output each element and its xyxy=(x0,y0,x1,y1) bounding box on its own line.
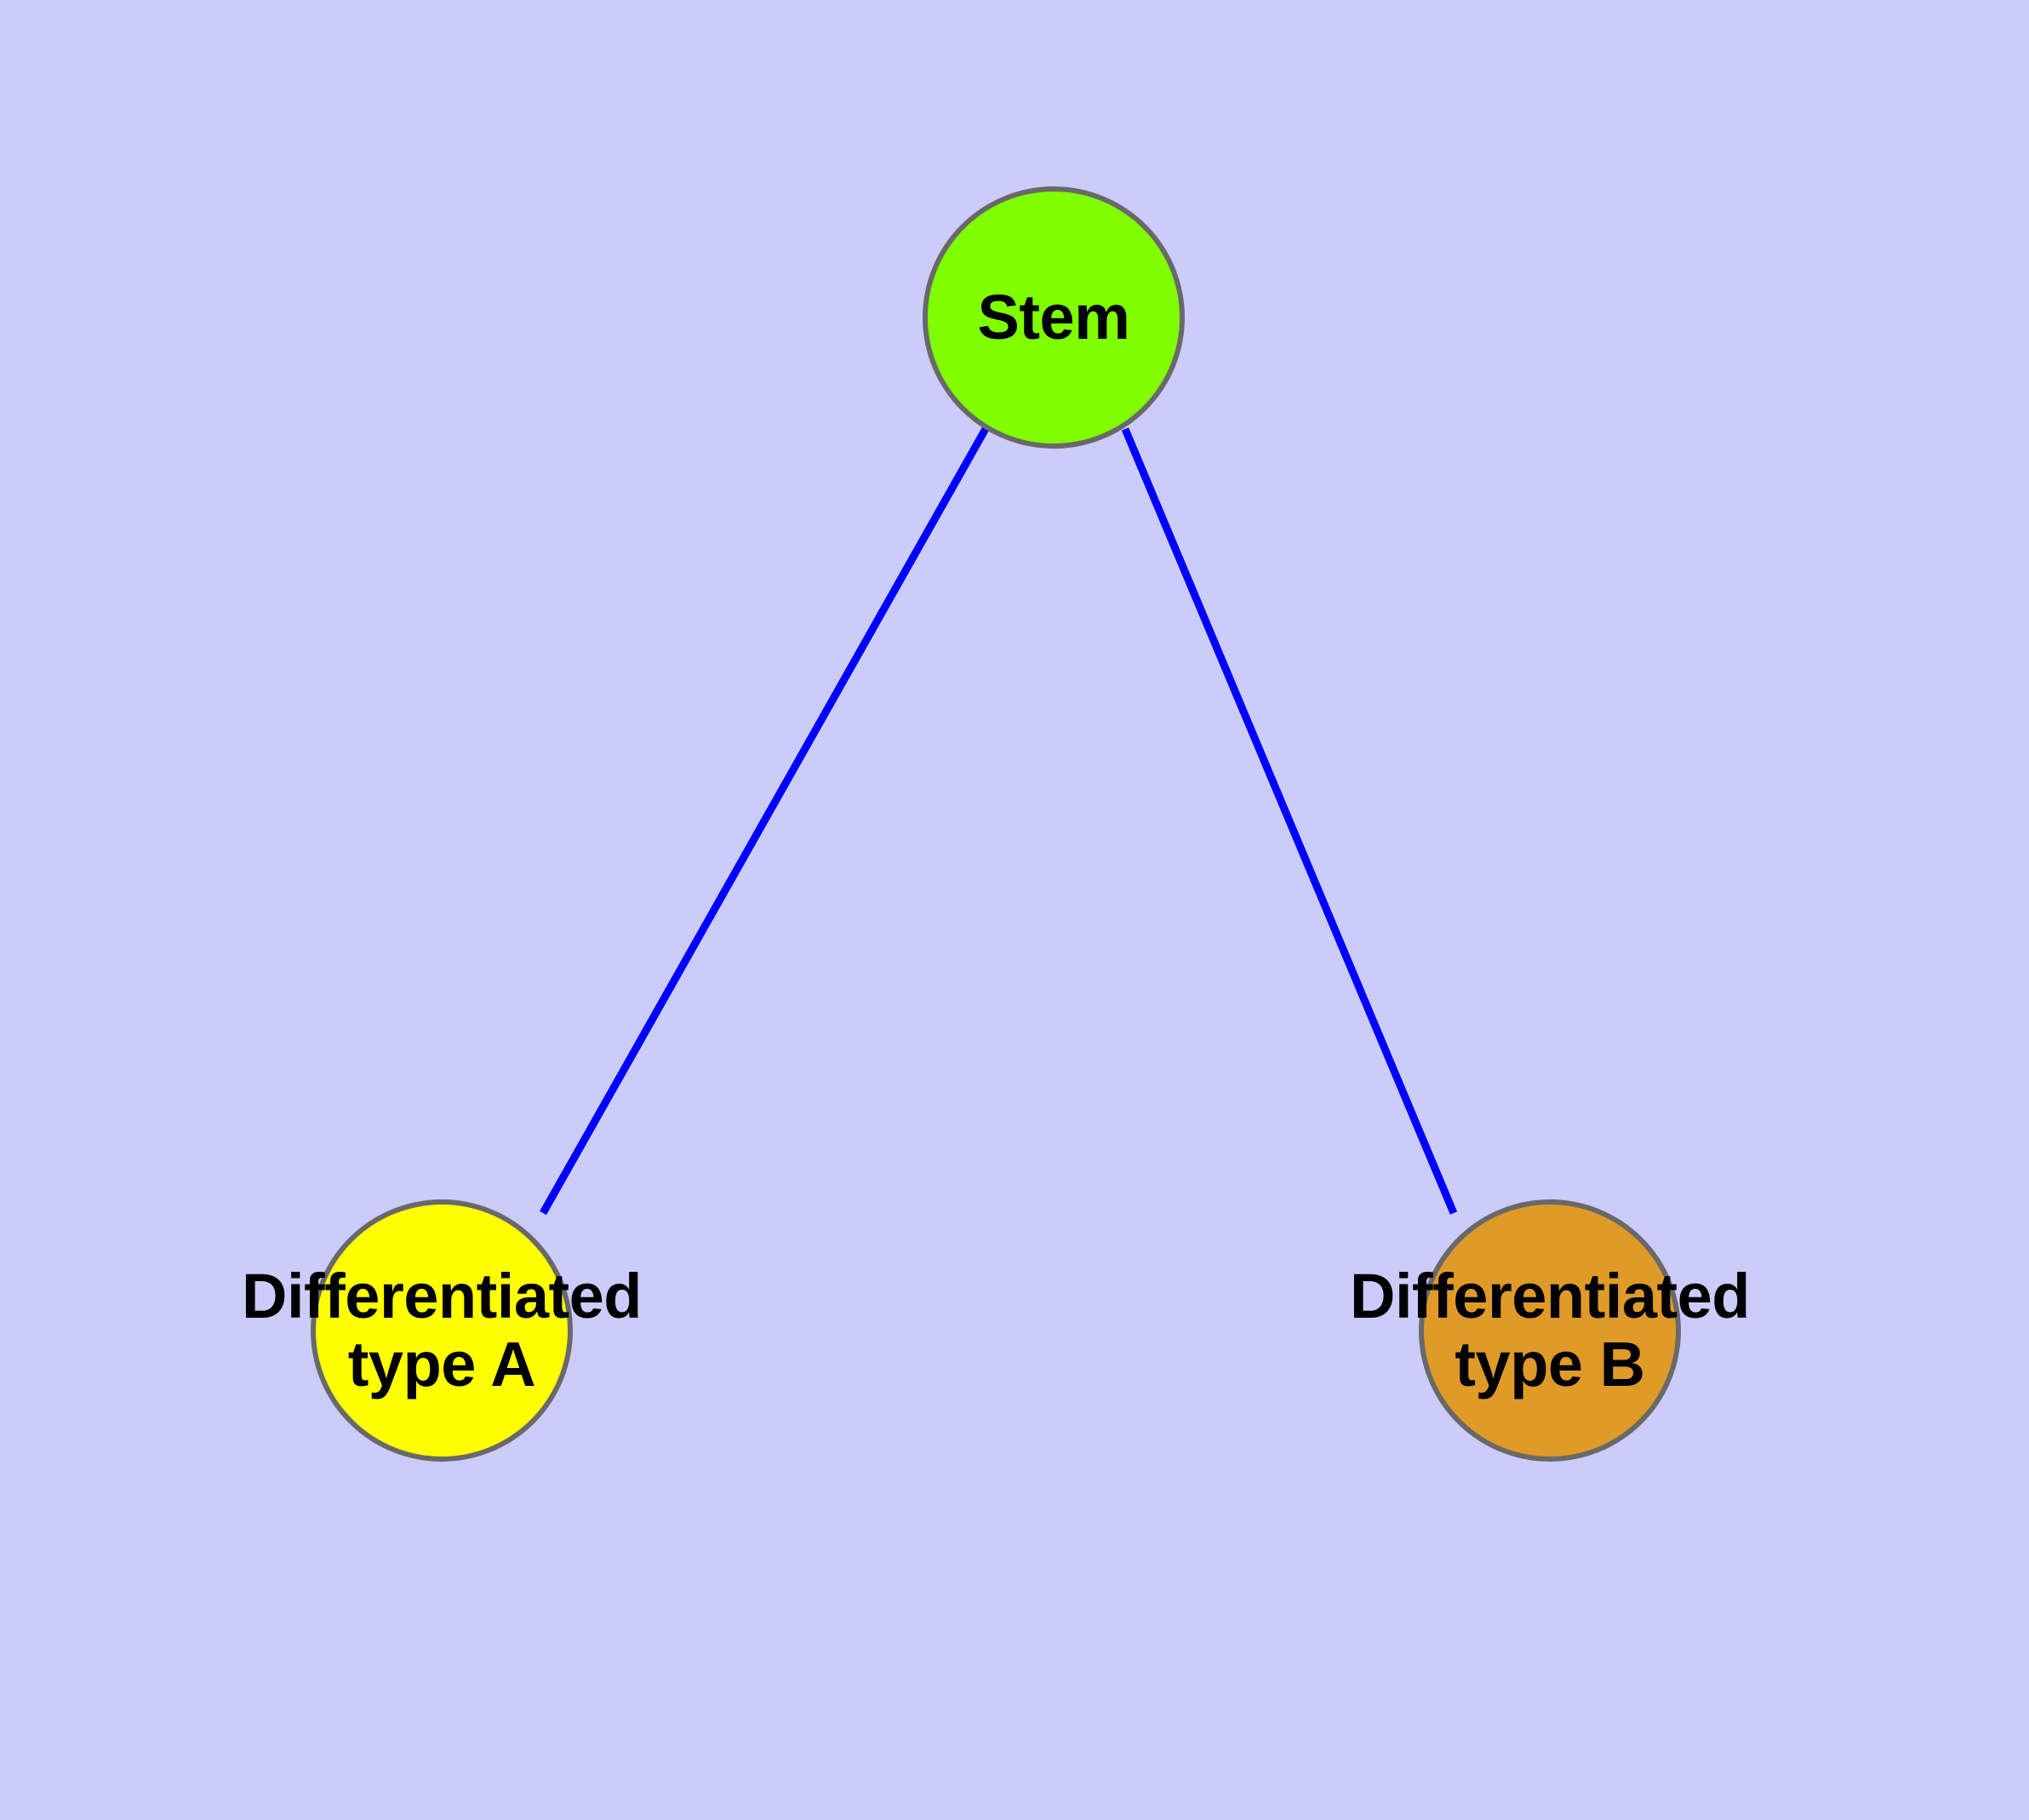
node-circle-diff_b[interactable] xyxy=(1419,1199,1681,1462)
node-layer xyxy=(311,186,1681,1462)
edge-layer xyxy=(540,425,1458,1216)
edge-stem-to-diff-a xyxy=(540,425,990,1216)
node-circle-diff_a[interactable] xyxy=(311,1199,573,1462)
edge-stem-to-diff-b xyxy=(1121,427,1458,1215)
node-circle-stem[interactable] xyxy=(923,186,1185,449)
